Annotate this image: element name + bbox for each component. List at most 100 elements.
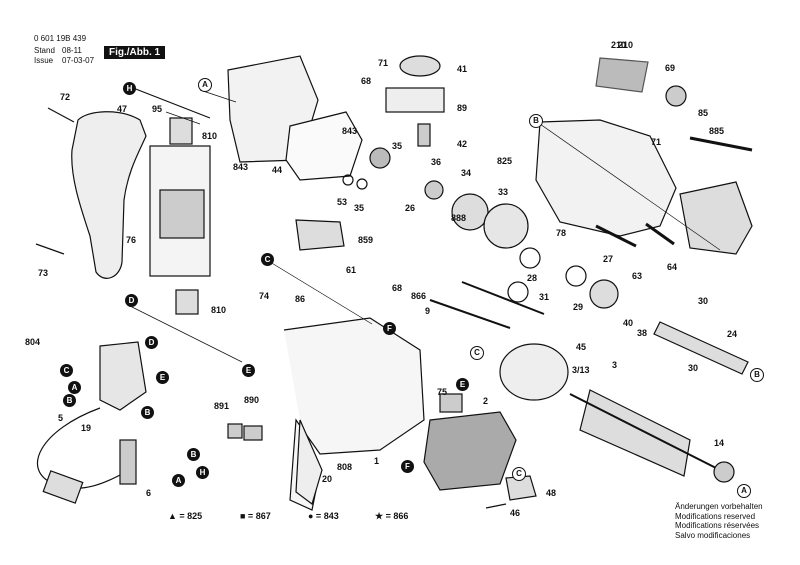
gear-33 — [483, 203, 529, 249]
part-number: 5 — [58, 413, 64, 423]
armature-3 — [579, 389, 691, 477]
part-number: 3/13 — [572, 365, 590, 375]
reference-marker: B — [63, 394, 76, 407]
part-number: 64 — [667, 262, 678, 272]
part-number: 89 — [457, 103, 468, 113]
note-en: Modifications reserved — [675, 511, 756, 521]
part-number: 859 — [358, 235, 374, 245]
part-number: 69 — [665, 63, 676, 73]
spindle-859 — [295, 219, 345, 251]
reference-marker: E — [456, 378, 469, 391]
reference-marker: C — [261, 253, 274, 266]
part-number: 35 — [392, 141, 403, 151]
part-number: 63 — [632, 271, 643, 281]
part-number: 71 — [651, 137, 662, 147]
switch-804 — [99, 341, 147, 411]
screw-73 — [35, 243, 65, 255]
shaft-24 — [653, 321, 749, 375]
part-number: 76 — [126, 235, 137, 245]
reference-marker: D — [145, 336, 158, 349]
part-number: 72 — [60, 92, 71, 102]
part-number: 41 — [457, 64, 468, 74]
part-number: 75 — [437, 387, 448, 397]
part-number: 85 — [698, 108, 709, 118]
part-number: 804 — [25, 337, 41, 347]
key-85 — [689, 136, 753, 152]
part-number: 20 — [322, 474, 333, 484]
part-number: 808 — [337, 462, 353, 472]
part-number: 810 — [211, 305, 227, 315]
part-number: 95 — [152, 104, 163, 114]
reference-marker: F — [383, 322, 396, 335]
reference-marker: B — [750, 368, 764, 382]
modification-notes: Änderungen vorbehalten Modifications res… — [675, 502, 763, 540]
part-number: 86 — [295, 294, 306, 304]
part-number: 1 — [374, 456, 380, 466]
handle-part — [71, 111, 147, 279]
brush-plate-45 — [499, 343, 569, 401]
issue-value: 07-03-07 — [62, 56, 95, 65]
screw-72 — [47, 107, 75, 123]
reference-marker: E — [242, 364, 255, 377]
part-number: 210 — [618, 40, 634, 50]
part-number: 210 — [611, 40, 627, 50]
legend-triangle: ▲ = 825 — [168, 511, 203, 521]
part-number: 29 — [573, 302, 584, 312]
part-number: 74 — [259, 291, 270, 301]
chuck-885 — [679, 181, 753, 255]
part-number: 885 — [709, 126, 725, 136]
part-number: 26 — [405, 203, 416, 213]
part-number: 33 — [498, 187, 509, 197]
part-number: 890 — [244, 395, 260, 405]
part-number: 68 — [361, 76, 372, 86]
part-number: 9 — [425, 306, 431, 316]
part-number: 14 — [714, 438, 725, 448]
knob-41 — [399, 55, 441, 77]
part-number: 843 — [233, 162, 249, 172]
part-number: 34 — [461, 168, 472, 178]
part-number: 31 — [539, 292, 550, 302]
reference-marker: A — [68, 381, 81, 394]
reference-marker: B — [187, 448, 200, 461]
part-number: 78 — [556, 228, 567, 238]
part-number: 888 — [451, 213, 467, 223]
note-es: Salvo modificaciones — [675, 530, 751, 540]
part-number: 30 — [698, 296, 709, 306]
legend-star: ★ = 866 — [375, 511, 409, 521]
part-number: 45 — [576, 342, 587, 352]
field-2 — [423, 411, 517, 491]
stand-label: Stand — [34, 46, 55, 55]
reference-marker: A — [198, 78, 212, 92]
doc-number: 0 601 19B 439 — [34, 34, 87, 43]
part-number: 28 — [527, 273, 538, 283]
reference-marker: C — [470, 346, 484, 360]
part-number: 48 — [546, 488, 557, 498]
part-number: 42 — [457, 139, 468, 149]
figure-label: Fig./Abb. 1 — [104, 46, 166, 59]
part-number: 36 — [431, 157, 442, 167]
reference-marker: B — [141, 406, 154, 419]
frame-89 — [385, 87, 445, 113]
part-number: 825 — [497, 156, 513, 166]
reference-marker: A — [172, 474, 185, 487]
reference-marker: H — [196, 466, 209, 479]
issue-label: Issue — [34, 56, 54, 65]
part-number: 19 — [81, 423, 92, 433]
rod-95 — [127, 85, 211, 119]
reference-marker: C — [512, 467, 526, 481]
gear-34 — [451, 193, 489, 231]
part-number: 44 — [272, 165, 283, 175]
part-number: 2 — [483, 396, 489, 406]
reference-marker: H — [123, 82, 136, 95]
part-number: 30 — [688, 363, 699, 373]
part-number: 40 — [623, 318, 634, 328]
part-number: 71 — [378, 58, 389, 68]
legend-circle: ● = 843 — [308, 511, 339, 521]
note-fr: Modifications réservées — [675, 521, 760, 530]
part-number: 843 — [342, 126, 358, 136]
part-number: 47 — [117, 104, 128, 114]
note-de: Änderungen vorbehalten — [675, 502, 763, 511]
part-number: 53 — [337, 197, 348, 207]
part-number: 6 — [146, 488, 152, 498]
